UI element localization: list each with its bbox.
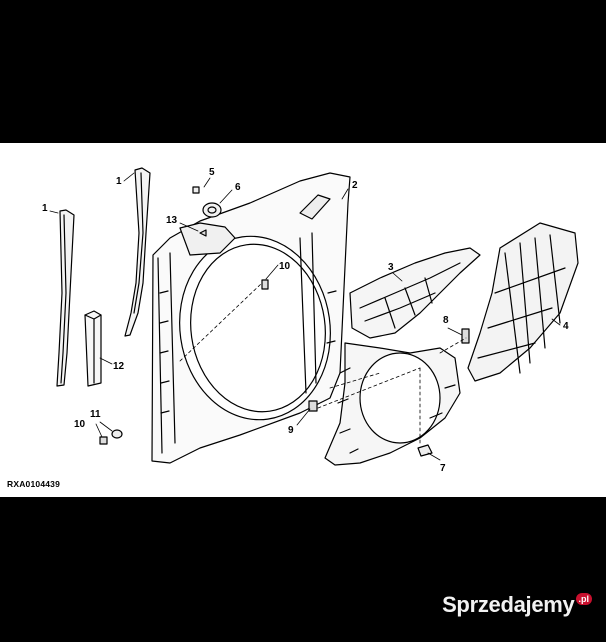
diagram-reference-code: RXA0104439	[7, 479, 61, 489]
callout-3: 3	[388, 262, 394, 273]
watermark-badge: .pl	[575, 593, 592, 605]
callout-10-upper: 10	[279, 261, 291, 272]
callout-1-middle: 1	[116, 176, 122, 187]
callout-12: 12	[113, 361, 125, 372]
callout-8: 8	[443, 315, 449, 326]
fan-ring-lower	[324, 342, 461, 466]
callout-7: 7	[440, 463, 446, 474]
callout-1-left: 1	[42, 203, 48, 214]
callout-11: 11	[90, 409, 101, 420]
callout-5: 5	[209, 167, 215, 178]
dashed-reference-lines	[179, 282, 467, 444]
parts-diagram-panel: 1 1 2 3 4 5 6 7 8 9 10 10 11 12 13 RXA01…	[0, 143, 606, 497]
bottom-black-band	[0, 497, 606, 642]
callout-10-lower: 10	[74, 419, 86, 430]
callout-2: 2	[352, 180, 358, 191]
leader-lines	[49, 172, 561, 461]
foam-strip	[84, 310, 102, 387]
hose-clamp-parts	[192, 186, 222, 237]
fasteners	[99, 279, 470, 457]
callout-4: 4	[563, 321, 569, 332]
callout-9: 9	[288, 425, 294, 436]
top-black-band	[0, 0, 606, 143]
main-shroud	[151, 172, 351, 464]
callout-6: 6	[235, 182, 241, 193]
exploded-parts-diagram: 1 1 2 3 4 5 6 7 8 9 10 10 11 12 13	[42, 167, 579, 474]
seal-strip-left	[56, 209, 75, 387]
fan-ring-upper	[349, 247, 481, 339]
seal-strip-middle	[124, 167, 151, 337]
watermark-brand: Sprzedajemy	[442, 592, 575, 617]
callout-13: 13	[166, 215, 178, 226]
fan-guard	[467, 222, 579, 382]
watermark: Sprzedajemy .pl	[442, 592, 592, 622]
